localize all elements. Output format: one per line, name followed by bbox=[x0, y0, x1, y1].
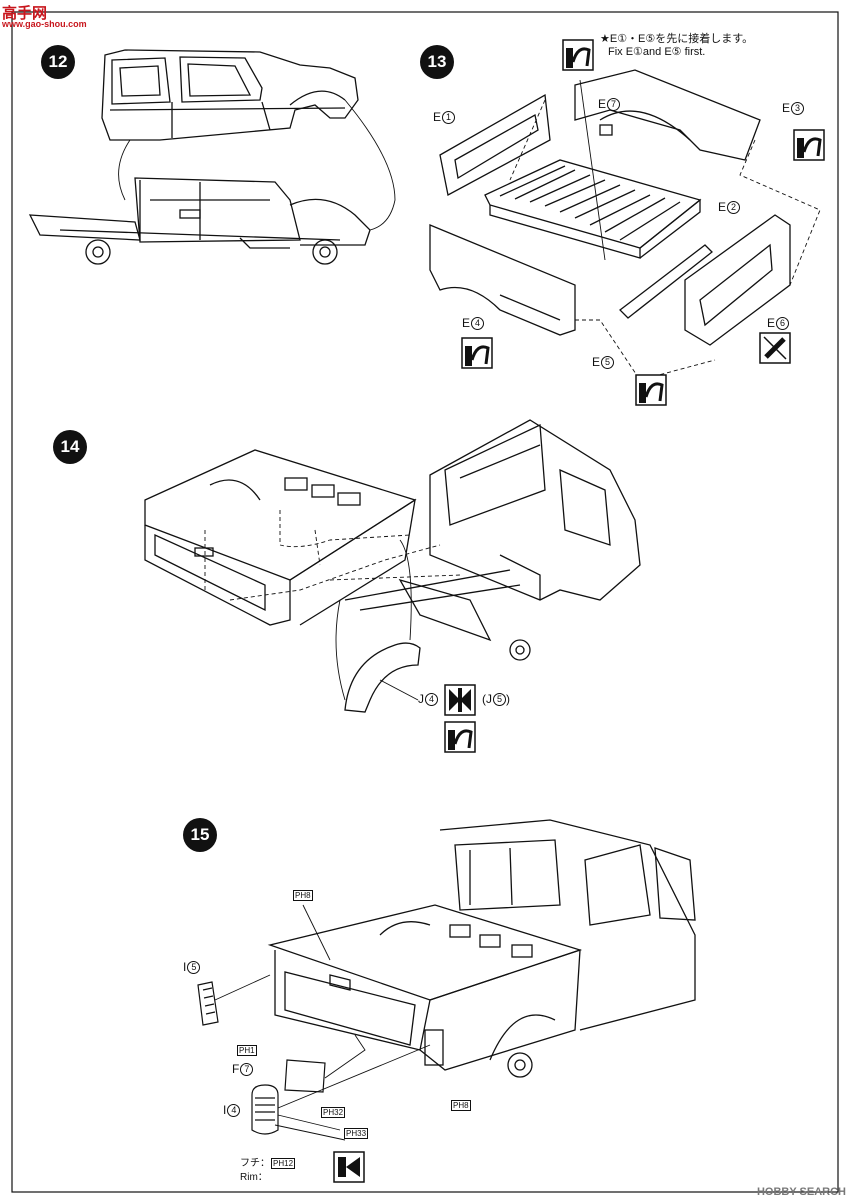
step13-bed-floor bbox=[484, 159, 702, 259]
step15-truck bbox=[267, 819, 696, 1078]
paint-label-ph8-top: PH8 bbox=[293, 890, 313, 902]
step-number-13: 13 bbox=[420, 45, 454, 79]
cement-icon bbox=[444, 684, 476, 716]
step-number-14: 14 bbox=[53, 430, 87, 464]
glue-icon bbox=[793, 129, 825, 161]
paint-label-ph8-bottom: PH8 bbox=[451, 1100, 471, 1112]
step14-guide-lines bbox=[204, 510, 461, 701]
step13-note-jp: ★E①・E⑤を先に接着します。 bbox=[600, 33, 754, 45]
step14-cab-chassis bbox=[344, 419, 641, 661]
step12-chassis bbox=[28, 177, 371, 265]
rim-label: フチ：PH12 bbox=[240, 1157, 296, 1169]
glue-icon bbox=[461, 337, 493, 369]
step-number-15: 15 bbox=[183, 818, 217, 852]
glue-icon bbox=[635, 374, 667, 406]
rim-label-en: Rim： bbox=[240, 1172, 268, 1183]
step13-side-panel-e1 bbox=[439, 93, 551, 196]
paint-label-ph33: PH33 bbox=[344, 1128, 369, 1140]
no-glue-icon bbox=[759, 332, 791, 364]
step14-bed bbox=[144, 449, 417, 626]
step13-side-panel-e4 bbox=[429, 224, 576, 336]
paint-icon bbox=[333, 1151, 365, 1183]
watermark-brand: 高手网 bbox=[2, 5, 48, 22]
step-number-12: 12 bbox=[41, 45, 75, 79]
step15-plate-f7 bbox=[284, 1059, 326, 1093]
step15-taillight-i5 bbox=[197, 981, 219, 1026]
step13-guide-lines bbox=[509, 79, 821, 381]
step15-taillight-i4 bbox=[251, 1084, 279, 1135]
step13-rail-e5 bbox=[619, 244, 713, 319]
paint-label-ph32: PH32 bbox=[321, 1107, 346, 1119]
step12-cab-body bbox=[101, 49, 359, 141]
step13-front-panel bbox=[574, 69, 761, 161]
step13-note-en: Fix E①and E⑤ first. bbox=[608, 46, 706, 58]
page-frame bbox=[11, 11, 839, 1193]
watermark-url: www.gao-shou.com bbox=[2, 19, 87, 29]
watermark-hobby-search: HOBBY SEARCH bbox=[756, 1186, 846, 1198]
glue-icon bbox=[444, 721, 476, 753]
step14-fender-flare bbox=[344, 642, 421, 713]
glue-icon bbox=[562, 39, 594, 71]
step12-guide-lines bbox=[118, 99, 396, 231]
paint-label-ph1: PH1 bbox=[237, 1045, 257, 1057]
step15-guide-lines bbox=[214, 904, 431, 1141]
